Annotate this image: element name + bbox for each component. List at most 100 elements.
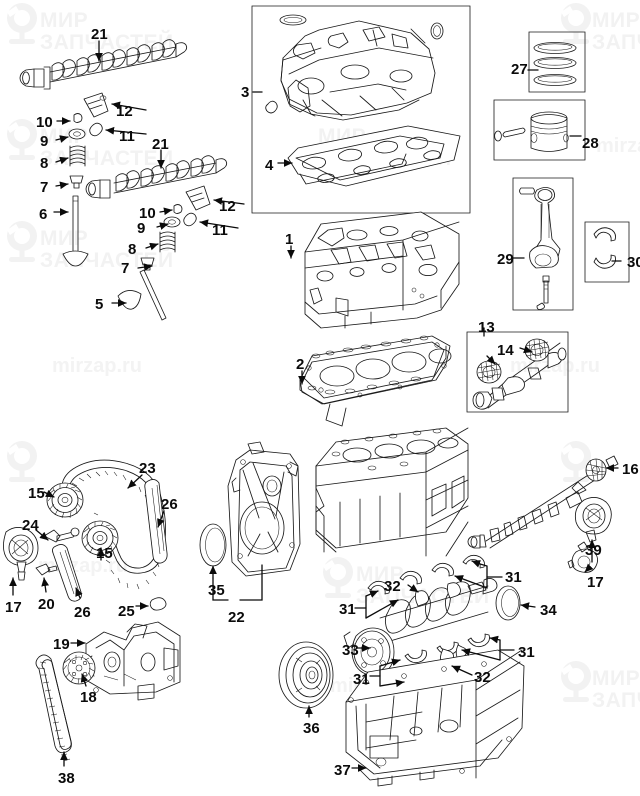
callout-valve-stem-seal[interactable]: 7 — [40, 179, 49, 196]
part-valve-retainer-a — [68, 128, 86, 140]
part-balance-shaft-gear-1 — [476, 360, 502, 384]
callout-sealing-plug[interactable]: 25 — [118, 603, 135, 620]
group-box-valve-cover — [251, 5, 471, 214]
part-camshaft-exhaust — [85, 155, 228, 199]
part-valve-cover-gasket — [287, 125, 461, 187]
part-rocker-arm-a — [83, 92, 109, 118]
callout-balance-shaft-gear[interactable]: 14 — [497, 342, 514, 359]
callout-crankshaft[interactable]: 33 — [342, 642, 359, 659]
part-engine-block — [315, 427, 469, 557]
part-piston-ring-set — [533, 42, 577, 86]
callout-tensioner-housing[interactable]: 39 — [585, 542, 602, 559]
part-lash-adjuster-b — [183, 212, 197, 227]
callout-timing-cover[interactable]: 22 — [228, 609, 245, 626]
callout-thrust-washer[interactable]: 32 — [474, 669, 491, 686]
part-camshaft-sprocket-upper — [46, 482, 84, 519]
callout-valve-keeper[interactable]: 10 — [139, 205, 156, 222]
callout-crankshaft-pulley[interactable]: 36 — [303, 720, 320, 737]
callout-valve-stem-seal[interactable]: 7 — [121, 260, 130, 277]
callout-main-bearing[interactable]: 31 — [339, 601, 356, 618]
callout-oil-pump-chain[interactable]: 38 — [58, 770, 75, 787]
part-camshaft-intake — [19, 39, 188, 90]
callout-front-crankshaft-seal[interactable]: 35 — [208, 582, 225, 599]
callout-connecting-rod-bearing[interactable]: 30 — [627, 254, 640, 271]
part-valve-spring-b — [159, 231, 176, 253]
group-box-balanceshaft — [466, 331, 569, 413]
callout-exhaust-valve[interactable]: 5 — [95, 296, 104, 313]
callout-hydraulic-lash-adjuster[interactable]: 11 — [212, 222, 228, 239]
part-tensioner-housing — [571, 481, 612, 543]
part-valve-stem-seal-a — [69, 175, 84, 189]
callout-valve-cover[interactable]: 3 — [241, 84, 250, 101]
callout-connecting-rod[interactable]: 29 — [497, 251, 514, 268]
callout-rocker-arm[interactable]: 12 — [219, 198, 236, 215]
callout-timing-chain[interactable]: 23 — [139, 460, 156, 477]
callout-chain-tensioner[interactable]: 17 — [5, 599, 22, 616]
callout-rear-crankshaft-seal[interactable]: 34 — [540, 602, 557, 619]
part-valve-cover — [265, 14, 444, 121]
part-valve-spring-a — [69, 145, 86, 167]
callout-rocker-arm[interactable]: 12 — [116, 103, 133, 120]
part-chain-tensioner-arm — [43, 527, 80, 543]
part-valve-retainer-b — [163, 216, 181, 228]
part-lash-adjuster-a — [89, 122, 103, 137]
callout-timing-chain-guide[interactable]: 26 — [74, 604, 91, 621]
part-valve-keeper-b — [173, 204, 183, 214]
leader-lines — [9, 40, 622, 772]
part-guide-bolt — [35, 563, 58, 576]
callout-main-bearing[interactable]: 31 — [505, 569, 522, 586]
part-camshaft-sprocket-lower — [81, 520, 119, 557]
callout-valve-spring[interactable]: 8 — [128, 241, 137, 258]
callout-chain-tensioner-arm[interactable]: 24 — [22, 517, 39, 534]
callout-timing-chain-guide[interactable]: 26 — [161, 496, 178, 513]
part-rocker-arm-b — [185, 185, 211, 211]
part-oil-pump — [85, 621, 181, 701]
part-oil-pan — [345, 649, 525, 787]
callout-valve-spring[interactable]: 8 — [40, 155, 49, 172]
part-balance-shaft-assembly — [472, 338, 567, 410]
callout-valve-cover-gasket[interactable]: 4 — [265, 157, 274, 174]
part-valve-stem-seal-b — [140, 257, 155, 271]
callout-valve-keeper[interactable]: 10 — [36, 114, 53, 131]
callout-auxiliary-shaft[interactable]: 16 — [622, 461, 639, 478]
callout-valve-spring-retainer[interactable]: 9 — [40, 133, 49, 150]
callout-balance-shaft-assembly[interactable]: 13 — [478, 319, 495, 336]
part-balance-shaft-gear-2 — [524, 338, 550, 362]
part-connecting-rod — [519, 187, 561, 310]
callout-cylinder-head-gasket[interactable]: 2 — [296, 356, 305, 373]
part-sealing-plug — [149, 597, 167, 611]
part-crankshaft — [343, 577, 498, 676]
part-rear-crankshaft-seal — [495, 585, 521, 621]
callout-oil-pump[interactable]: 19 — [53, 636, 70, 653]
callout-piston[interactable]: 28 — [582, 135, 599, 152]
callout-main-bearing[interactable]: 31 — [518, 644, 535, 661]
part-oil-pump-sprocket — [62, 651, 96, 685]
group-box-piston — [493, 99, 586, 161]
callout-camshaft-sprocket[interactable]: 15 — [96, 545, 113, 562]
part-chain-tensioner-left — [3, 527, 39, 581]
callout-intake-valve[interactable]: 6 — [39, 206, 48, 223]
group-box-rodbearing — [584, 221, 630, 283]
callout-camshaft-exhaust[interactable]: 21 — [152, 136, 169, 153]
callout-main-bearing[interactable]: 31 — [353, 671, 370, 688]
callout-camshaft-sprocket[interactable]: 15 — [28, 485, 45, 502]
callout-chain-tensioner[interactable]: 17 — [587, 574, 604, 591]
callout-piston-ring-set[interactable]: 27 — [511, 61, 528, 78]
part-cylinder-head — [304, 211, 460, 329]
callout-oil-pan[interactable]: 37 — [334, 762, 351, 779]
callout-thrust-washer[interactable]: 32 — [384, 578, 401, 595]
part-valve-keeper-a — [73, 113, 83, 123]
callout-guide-bolt[interactable]: 20 — [38, 596, 55, 613]
callout-oil-pump-sprocket[interactable]: 18 — [80, 689, 97, 706]
part-connecting-rod-bearing — [593, 227, 616, 269]
part-exhaust-valve — [117, 269, 167, 321]
callout-cylinder-head[interactable]: 1 — [285, 231, 294, 248]
callout-valve-spring-retainer[interactable]: 9 — [137, 220, 146, 237]
part-crankshaft-pulley — [278, 641, 334, 709]
callout-hydraulic-lash-adjuster[interactable]: 11 — [119, 128, 135, 145]
group-box-rings — [528, 31, 586, 93]
part-timing-chain-guide-left — [52, 543, 82, 602]
part-timing-cover — [227, 441, 301, 577]
callout-camshaft-intake[interactable]: 21 — [91, 26, 108, 43]
